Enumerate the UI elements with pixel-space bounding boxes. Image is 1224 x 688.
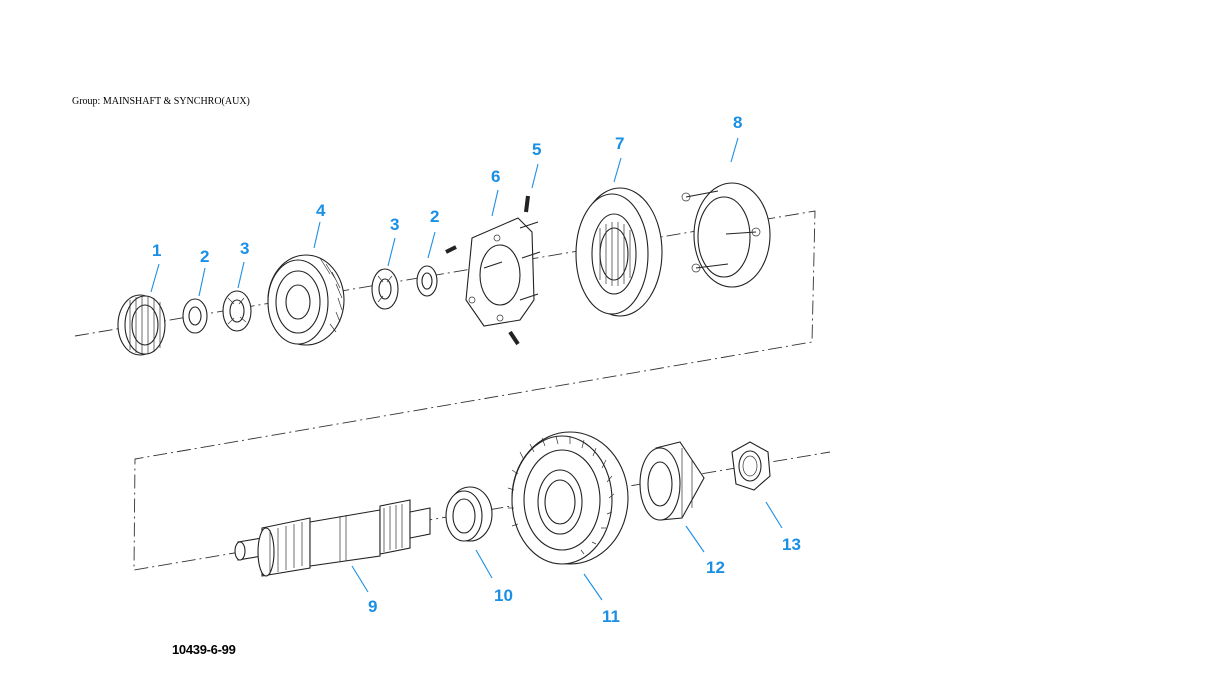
callout-10: 10: [494, 586, 513, 605]
part-9-mainshaft: [234, 499, 431, 577]
callout-13: 13: [782, 535, 801, 554]
callout-3-second: 3: [390, 215, 399, 234]
group-title: Group: MAINSHAFT & SYNCHRO(AUX): [72, 96, 250, 107]
callout-9: 9: [368, 597, 377, 616]
part-1-bearing: [117, 294, 166, 356]
part-3-needle-bearing-2: [371, 268, 399, 310]
part-4-helical-gear: [267, 254, 345, 346]
callout-1: 1: [152, 241, 161, 260]
part-12-bearing-cone: [639, 441, 705, 521]
part-7-synchro-assembly: [575, 187, 663, 317]
callout-leaders: [150, 137, 783, 601]
callout-2: 2: [200, 247, 209, 266]
part-2-washer-2: [416, 265, 438, 297]
part-8-pin-ring: [681, 182, 771, 288]
part-5-pins: [445, 195, 530, 346]
upper-center-axis: [74, 210, 831, 571]
callout-7: 7: [615, 134, 624, 153]
part-2-washer: [182, 298, 208, 334]
callout-8: 8: [733, 113, 742, 132]
figure-id: 10439-6-99: [172, 642, 236, 657]
callout-3: 3: [240, 239, 249, 258]
callout-4: 4: [316, 201, 326, 220]
part-10-bearing-cup: [445, 486, 493, 542]
part-13-nut: [731, 441, 771, 491]
callout-12: 12: [706, 558, 725, 577]
callout-5: 5: [532, 140, 541, 159]
part-6-synchro-plate: [465, 217, 541, 327]
part-11-large-gear: [507, 431, 629, 565]
callout-6: 6: [491, 167, 500, 186]
callout-2-second: 2: [430, 207, 439, 226]
part-3-needle-bearing: [222, 290, 252, 332]
callout-11: 11: [602, 607, 620, 626]
